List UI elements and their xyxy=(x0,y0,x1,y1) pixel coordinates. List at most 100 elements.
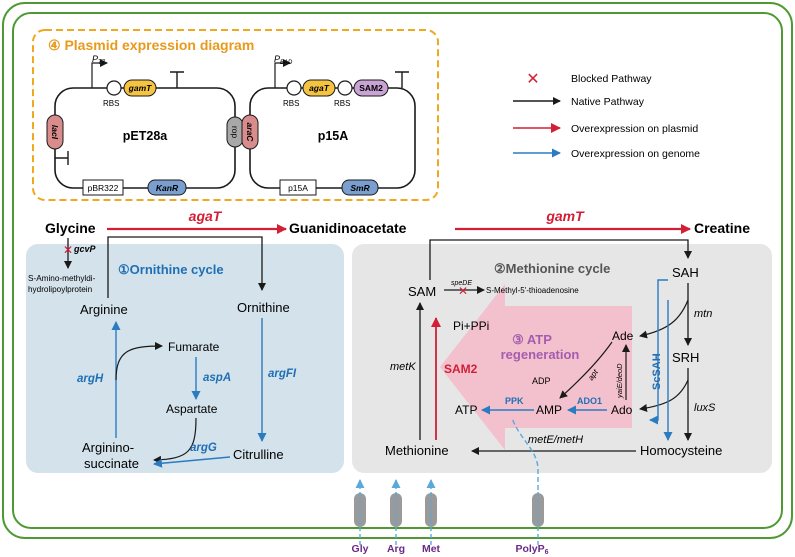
svg-text:Gly: Gly xyxy=(352,543,369,555)
gene-arac xyxy=(241,114,259,150)
plasmid-panel: ④ Plasmid expression diagram PT7 RBS gam… xyxy=(32,29,439,201)
gcvp-label: gcvP xyxy=(73,244,97,254)
transporters: Gly Arg Met PolyP6 xyxy=(352,479,549,556)
cell-inner-membrane xyxy=(12,12,783,529)
svg-text:Met: Met xyxy=(422,543,441,555)
svg-text:agaT: agaT xyxy=(309,83,330,93)
svg-text:rop: rop xyxy=(230,126,240,139)
legend-blocked: Blocked Pathway xyxy=(571,73,652,85)
arginine-label: Arginine xyxy=(80,302,128,317)
scsah-label: ScSAH xyxy=(651,353,663,390)
agat-label: agaT xyxy=(189,208,223,224)
fumarate-label: Fumarate xyxy=(168,340,220,354)
sah-label: SAH xyxy=(672,265,699,280)
plasmid-panel-title: ④ Plasmid expression diagram xyxy=(48,37,254,53)
svg-text:KanR: KanR xyxy=(156,183,179,193)
sam-label: SAM xyxy=(408,284,436,299)
methionine-cycle-title: ②Methionine cycle xyxy=(494,261,610,276)
gamt-label: gamT xyxy=(545,208,585,224)
creatine-label: Creatine xyxy=(694,220,750,236)
legend: ✕ Blocked Pathway Native Pathway Overexp… xyxy=(513,71,700,160)
ado-label: Ado xyxy=(611,403,633,417)
svg-text:PolyP6: PolyP6 xyxy=(515,543,548,556)
plasmid-name-pet28a: pET28a xyxy=(123,129,169,143)
svg-text:SmR: SmR xyxy=(350,183,370,193)
rbs1-circle xyxy=(286,80,302,96)
gcvp-blocked-icon: ✕ xyxy=(63,243,73,257)
top-pathway: Glycine agaT Guanidinoacetate gamT Creat… xyxy=(28,208,750,294)
transporter-polyp: PolyP6 xyxy=(515,490,549,556)
mete-label: metE/metH xyxy=(528,434,583,446)
glycine-label: Glycine xyxy=(45,220,96,236)
transporter-met: Met xyxy=(422,479,441,555)
argh-label: argH xyxy=(77,373,104,385)
svg-text:p15A: p15A xyxy=(288,183,308,193)
gene-kanr xyxy=(147,179,187,196)
promoter-bad-label: PBAD xyxy=(274,54,293,66)
metk-label: metK xyxy=(390,361,416,373)
plasmid-name-p15a: p15A xyxy=(318,129,349,143)
adp-label: ADP xyxy=(532,376,551,386)
srh-label: SRH xyxy=(672,350,699,365)
ori-p15a xyxy=(279,179,317,196)
rbs2-circle xyxy=(337,80,353,96)
transporter-arg: Arg xyxy=(387,479,405,555)
cell-outer-membrane xyxy=(2,2,793,539)
citrulline-label: Citrulline xyxy=(233,447,284,462)
promoter-t7-label: PT7 xyxy=(92,54,106,66)
svg-text:RBS: RBS xyxy=(283,99,299,108)
ade-label: Ade xyxy=(612,329,634,343)
rbs-circle xyxy=(106,80,122,96)
mtn-label: mtn xyxy=(694,308,712,320)
ori-pbr322 xyxy=(82,179,124,196)
svg-text:succinate: succinate xyxy=(84,456,139,471)
gene-smr xyxy=(341,179,379,196)
transporter-gly: Gly xyxy=(352,479,369,555)
svg-text:SAM2: SAM2 xyxy=(359,83,383,93)
ornithine-cycle: ①Ornithine cycle Arginine Ornithine Fuma… xyxy=(77,236,297,471)
legend-genome: Overexpression on genome xyxy=(571,148,700,160)
ppk-label: PPK xyxy=(505,396,524,406)
pippi-label: Pi+PPi xyxy=(453,319,489,333)
amp-label: AMP xyxy=(536,403,562,417)
gene-laci xyxy=(46,114,64,150)
gene-sam2 xyxy=(353,79,389,97)
ornithine-label: Ornithine xyxy=(237,300,290,315)
svg-text:lacI: lacI xyxy=(50,125,60,140)
argg-label: argG xyxy=(190,442,217,454)
yaie-label: yaiE/deoD xyxy=(615,363,624,399)
aspartate-label: Aspartate xyxy=(166,402,218,416)
terminator-symbol xyxy=(170,71,184,88)
luxs-label: luxS xyxy=(694,402,716,414)
svg-text:pBR322: pBR322 xyxy=(88,183,119,193)
laci-terminator xyxy=(55,151,69,165)
plasmid-pet28a: PT7 RBS gamT lacI rop pET28a pBR322 KanR xyxy=(46,54,244,196)
svg-text:Arginino-: Arginino- xyxy=(82,440,134,455)
atp-regen-label-2: regeneration xyxy=(501,347,580,362)
homocysteine-label: Homocysteine xyxy=(640,443,722,458)
spede-blocked-icon: ✕ xyxy=(458,284,468,298)
plasmid-p15a: PBAD RBS agaT RBS SAM2 araC p15A p15A Sm… xyxy=(241,54,416,196)
ornithine-cycle-title: ①Ornithine cycle xyxy=(118,262,224,277)
ado1-label: ADO1 xyxy=(577,396,602,406)
svg-text:S-Amino-methyldi-: S-Amino-methyldi- xyxy=(28,274,96,283)
rbs-label: RBS xyxy=(103,99,119,108)
legend-native: Native Pathway xyxy=(571,96,645,108)
gene-gamt xyxy=(123,79,157,97)
svg-text:Arg: Arg xyxy=(387,543,405,555)
blocked-x-icon: ✕ xyxy=(526,71,539,88)
methionine-label: Methionine xyxy=(385,443,449,458)
svg-text:gamT: gamT xyxy=(128,83,152,93)
legend-plasmid: Overexpression on plasmid xyxy=(571,123,698,135)
mta-label: S-Methyl-5'-thioadenosine xyxy=(486,286,579,295)
argfi-label: argFI xyxy=(268,368,297,380)
terminator-symbol-2 xyxy=(395,71,409,88)
ornithine-cycle-panel xyxy=(26,244,344,473)
svg-text:RBS: RBS xyxy=(334,99,350,108)
spede-label: speDE xyxy=(451,280,472,287)
methionine-cycle: ②Methionine cycle SAM ✕ speDE S-Methyl-5… xyxy=(385,239,722,490)
svg-text:hydrolipoylprotein: hydrolipoylprotein xyxy=(28,285,93,294)
svg-text:araC: araC xyxy=(245,123,255,143)
sam2-label: SAM2 xyxy=(444,362,478,376)
